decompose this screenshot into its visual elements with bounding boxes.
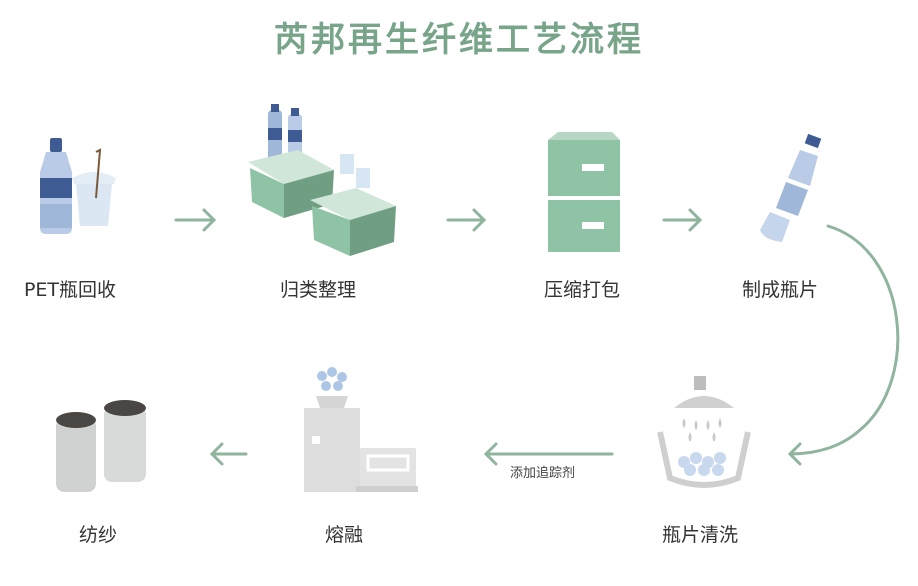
step-label-melting: 熔融 xyxy=(324,524,364,546)
step-label-make-flakes: 制成瓶片 xyxy=(741,279,819,301)
step-label-pet-recycling: PET瓶回收 xyxy=(23,279,117,301)
step-label-spinning: 纺纱 xyxy=(78,524,118,546)
compressed-bales-icon xyxy=(548,132,620,252)
arrow-step6-to-step7 xyxy=(209,442,248,466)
step-label-sorting: 归类整理 xyxy=(279,279,357,301)
diagram-title: 芮邦再生纤维工艺流程 xyxy=(274,20,644,60)
arrow-step3-to-step4 xyxy=(662,208,703,232)
yarn-spools-icon xyxy=(56,400,146,492)
melting-machine-icon xyxy=(304,367,418,492)
sorting-boxes-icon xyxy=(248,104,396,256)
flow-arrows xyxy=(174,208,900,466)
arrow-step1-to-step2 xyxy=(174,208,217,232)
step-label-flake-washing: 瓶片清洗 xyxy=(661,524,739,546)
edge-label-add-tracer: 添加追踪剂 xyxy=(510,466,576,481)
bottle-flakes-icon xyxy=(760,133,822,242)
arrow-step2-to-step3 xyxy=(446,208,487,232)
arrow-step4-to-step5 xyxy=(787,224,900,466)
step-label-compress-bale: 压缩打包 xyxy=(543,279,621,301)
washing-basin-icon xyxy=(657,376,751,488)
bottle-and-cup-icon xyxy=(40,138,116,234)
arrow-step5-to-step6 xyxy=(483,442,614,466)
